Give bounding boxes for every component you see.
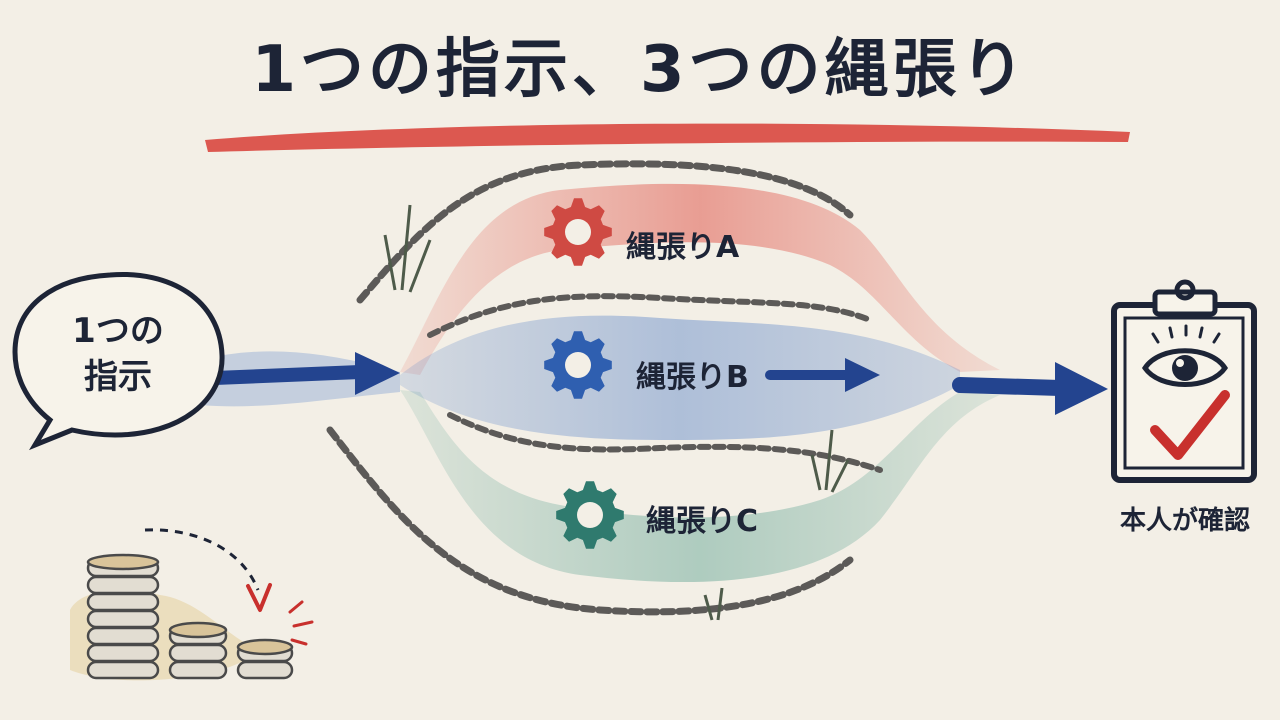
grass-tuft-icon: [383, 204, 850, 621]
branch-c-river: [400, 390, 1000, 583]
branch-b-river: [400, 315, 960, 440]
instruction-line-2: 指示: [84, 357, 152, 397]
middle-lower-rock-bank: [447, 412, 883, 473]
branch-a-label: 縄張りA: [626, 230, 740, 265]
upper-rock-bank: [356, 160, 854, 304]
confirm-label: 本人が確認: [1119, 506, 1250, 536]
title-underline-brush: [205, 123, 1130, 152]
middle-upper-rock-bank: [427, 293, 873, 338]
arrow-b-icon: [765, 358, 880, 392]
arrow-out-icon: [952, 362, 1108, 415]
instruction-bubble-text: 1つの 指示: [58, 308, 178, 400]
eye-icon: [1141, 324, 1229, 387]
branch-c-label: 縄張りC: [646, 504, 759, 539]
branch-b-label: 縄張りB: [636, 360, 749, 395]
lower-rock-bank: [326, 426, 854, 616]
speech-bubble: [12, 271, 225, 451]
diagram-title: 1つの指示、3つの縄張り: [251, 33, 1029, 107]
checkmark-icon: [1150, 390, 1230, 460]
clipboard-icon: [1111, 279, 1257, 483]
gear-icon: [544, 198, 612, 266]
gear-icon: [556, 481, 624, 549]
gear-icon: [544, 331, 612, 399]
arrow-in-icon: [208, 352, 400, 395]
instruction-line-1: 1つの: [72, 311, 164, 351]
coin-stacks-icon: [70, 528, 314, 681]
